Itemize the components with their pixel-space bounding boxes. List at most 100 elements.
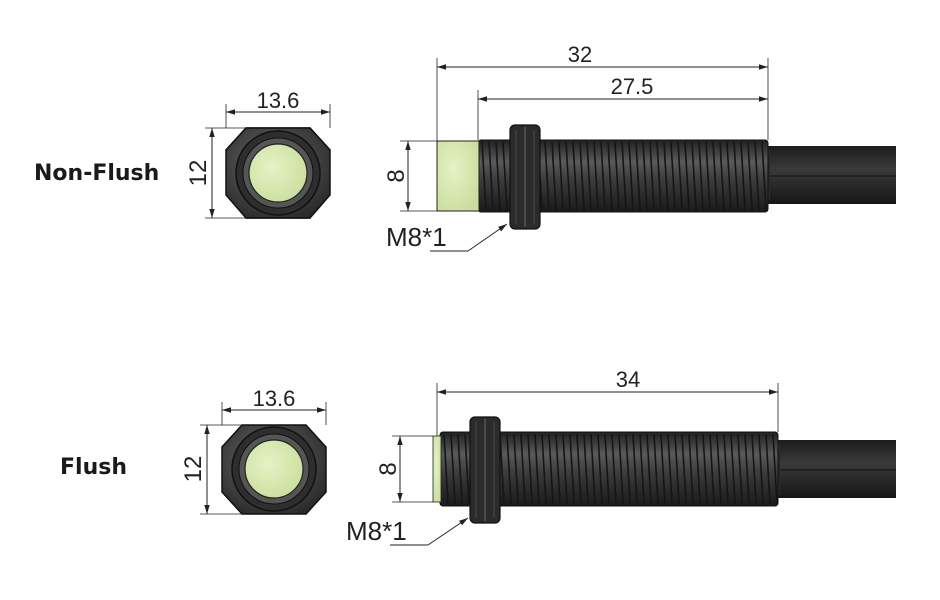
non-flush-group: Non-Flush 13.6 12 [34, 42, 896, 252]
thread-ridge [646, 433, 652, 505]
thread-ridge [544, 141, 550, 211]
sensor-face [248, 143, 308, 203]
thread-ridge [635, 141, 641, 211]
thread-ridge [450, 433, 456, 505]
thread-ridge [583, 433, 589, 505]
thread-ridge [688, 433, 694, 505]
thread-ridge [499, 433, 505, 505]
thread-ridge [765, 433, 771, 505]
sensor-head [436, 140, 480, 212]
thread-ridge [719, 141, 725, 211]
thread-ridge [625, 433, 631, 505]
diameter-label: 8 [375, 462, 402, 475]
thread-ridge [555, 433, 561, 505]
thread-ridge [702, 433, 708, 505]
thread-ridge [586, 141, 592, 211]
non-flush-hex-view: 13.6 12 [185, 88, 331, 219]
thread-ridge [481, 141, 487, 211]
thread-ridge [597, 433, 603, 505]
hex-width-label: 13.6 [253, 386, 296, 411]
flush-label: Flush [60, 455, 127, 480]
cable [774, 440, 896, 498]
hex-height-label: 12 [180, 456, 207, 483]
thread-ridge [607, 141, 613, 211]
thread-ridge [534, 433, 540, 505]
thread-ridge [464, 433, 470, 505]
thread-ridge [642, 141, 648, 211]
thread-ridge [705, 141, 711, 211]
thread-ridge [653, 433, 659, 505]
thread-pattern [443, 433, 778, 505]
thread-length-label: 27.5 [611, 74, 654, 99]
thread-ridge [747, 141, 753, 211]
diameter-label: 8 [383, 169, 410, 182]
thread-ridge [663, 141, 669, 211]
thread-ridge [730, 433, 736, 505]
thread-ridge [443, 433, 449, 505]
thread-ridge [513, 433, 519, 505]
thread-ridge [572, 141, 578, 211]
thread-ridge [618, 433, 624, 505]
thread-ridge [495, 141, 501, 211]
thread-ridge [593, 141, 599, 211]
thread-ridge [576, 433, 582, 505]
flush-hex-view: 13.6 12 [180, 386, 327, 515]
flush-side-view: 34 8 M8*1 [346, 367, 896, 546]
thread-ridge [723, 433, 729, 505]
total-length-label: 32 [568, 42, 592, 67]
thread-ridge [695, 433, 701, 505]
thread-ridge [600, 141, 606, 211]
thread-ridge [761, 141, 767, 211]
thread-ridge [569, 433, 575, 505]
non-flush-side-view: 32 27.5 8 M8*1 [383, 42, 896, 252]
thread-ridge [611, 433, 617, 505]
thread-ridge [558, 141, 564, 211]
thread-ridge [506, 433, 512, 505]
thread-ridge [726, 141, 732, 211]
thread-spec-label: M8*1 [346, 516, 407, 546]
thread-ridge [744, 433, 750, 505]
thread-ridge [649, 141, 655, 211]
thread-ridge [733, 141, 739, 211]
thread-ridge [772, 433, 778, 505]
thread-ridge [579, 141, 585, 211]
sensor-face-edge [432, 435, 442, 503]
thread-ridge [541, 433, 547, 505]
cable [762, 146, 896, 204]
thread-ridge [656, 141, 662, 211]
thread-ridge [670, 141, 676, 211]
thread-ridge [740, 141, 746, 211]
thread-ridge [488, 141, 494, 211]
thread-ridge [502, 141, 508, 211]
thread-ridge [562, 433, 568, 505]
sensor-face [244, 439, 304, 499]
thread-ridge [684, 141, 690, 211]
flush-group: Flush 13.6 12 [60, 367, 896, 546]
thread-ridge [548, 433, 554, 505]
thread-ridge [698, 141, 704, 211]
thread-ridge [639, 433, 645, 505]
thread-ridge [712, 141, 718, 211]
thread-ridge [565, 141, 571, 211]
thread-ridge [660, 433, 666, 505]
thread-ridge [551, 141, 557, 211]
thread-ridge [681, 433, 687, 505]
thread-ridge [709, 433, 715, 505]
thread-ridge [604, 433, 610, 505]
thread-ridge [716, 433, 722, 505]
thread-ridge [737, 433, 743, 505]
thread-ridge [590, 433, 596, 505]
thread-ridge [628, 141, 634, 211]
total-length-label: 34 [616, 367, 640, 392]
thread-ridge [754, 141, 760, 211]
thread-ridge [621, 141, 627, 211]
thread-ridge [677, 141, 683, 211]
thread-ridge [758, 433, 764, 505]
thread-spec-label: M8*1 [386, 222, 447, 252]
thread-ridge [751, 433, 757, 505]
thread-ridge [614, 141, 620, 211]
non-flush-label: Non-Flush [34, 161, 159, 186]
thread-ridge [674, 433, 680, 505]
thread-ridge [520, 433, 526, 505]
